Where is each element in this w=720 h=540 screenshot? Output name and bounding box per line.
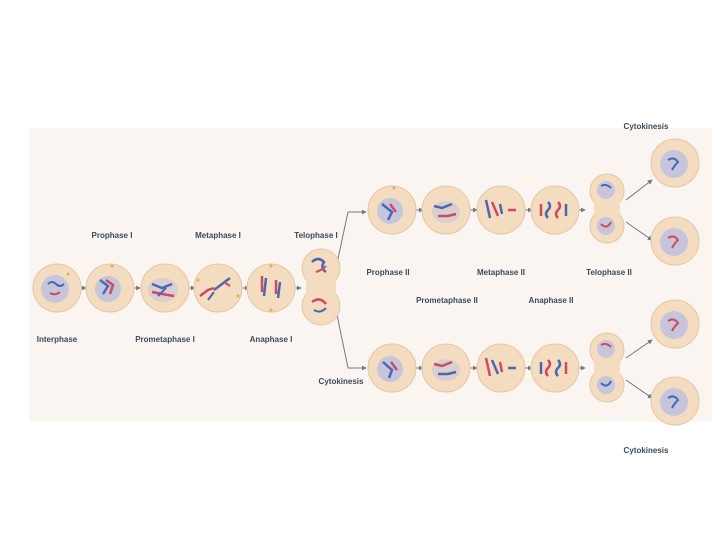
label-metaphase-1: Metaphase I: [195, 231, 241, 240]
label-anaphase-1: Anaphase I: [249, 335, 293, 344]
label-telophase-2: Telophase II: [586, 268, 632, 277]
label-metaphase-2: Metaphase II: [476, 268, 526, 277]
cell-top-cytokinesis-2: [650, 216, 700, 266]
cell-top-metaphase-2: [476, 185, 526, 235]
cell-anaphase-1: [246, 263, 296, 313]
cell-telophase-1: [301, 248, 341, 326]
arrow-bottom-cytokinesis-2: [625, 379, 653, 399]
arrow-top-cytokinesis-2: [625, 221, 653, 241]
label-prometaphase-2: Prometaphase II: [416, 296, 478, 305]
label-telophase-1: Telophase I: [294, 231, 338, 240]
cell-bottom-prophase-2: [367, 343, 417, 393]
cell-top-anaphase-2: [530, 185, 580, 235]
label-prophase-1: Prophase I: [91, 231, 133, 240]
label-cytokinesis-bottom: Cytokinesis: [623, 446, 669, 455]
cell-top-prometaphase-2: [421, 185, 471, 235]
cell-bottom-prometaphase-2: [421, 343, 471, 393]
stage-arrows: [80, 179, 653, 399]
arrow-telophase1-top-branch: [335, 209, 367, 269]
label-prometaphase-1: Prometaphase I: [135, 335, 195, 344]
cell-bottom-metaphase-2: [476, 343, 526, 393]
arrow-telophase1-bottom-branch: [335, 309, 367, 371]
cell-prometaphase-1: [140, 263, 190, 313]
arrow-bottom-cytokinesis-1: [625, 339, 653, 359]
cell-metaphase-1: [193, 263, 243, 313]
cell-prophase-1: [85, 263, 135, 313]
cell-interphase: [32, 263, 82, 313]
label-anaphase-2: Anaphase II: [528, 296, 574, 305]
cell-bottom-telophase-2: [589, 332, 625, 403]
cell-top-prophase-2: [367, 185, 417, 235]
label-prophase-2: Prophase II: [366, 268, 410, 277]
cell-top-cytokinesis-1: [650, 138, 700, 188]
cell-bottom-anaphase-2: [530, 343, 580, 393]
cell-bottom-cytokinesis-2: [650, 376, 700, 426]
label-cytokinesis-mid: Cytokinesis: [318, 377, 364, 386]
label-interphase: Interphase: [36, 335, 78, 344]
label-cytokinesis-top: Cytokinesis: [623, 122, 669, 131]
arrow-top-cytokinesis-1: [625, 179, 653, 201]
cell-top-telophase-2: [589, 173, 625, 244]
cell-bottom-cytokinesis-1: [650, 299, 700, 349]
